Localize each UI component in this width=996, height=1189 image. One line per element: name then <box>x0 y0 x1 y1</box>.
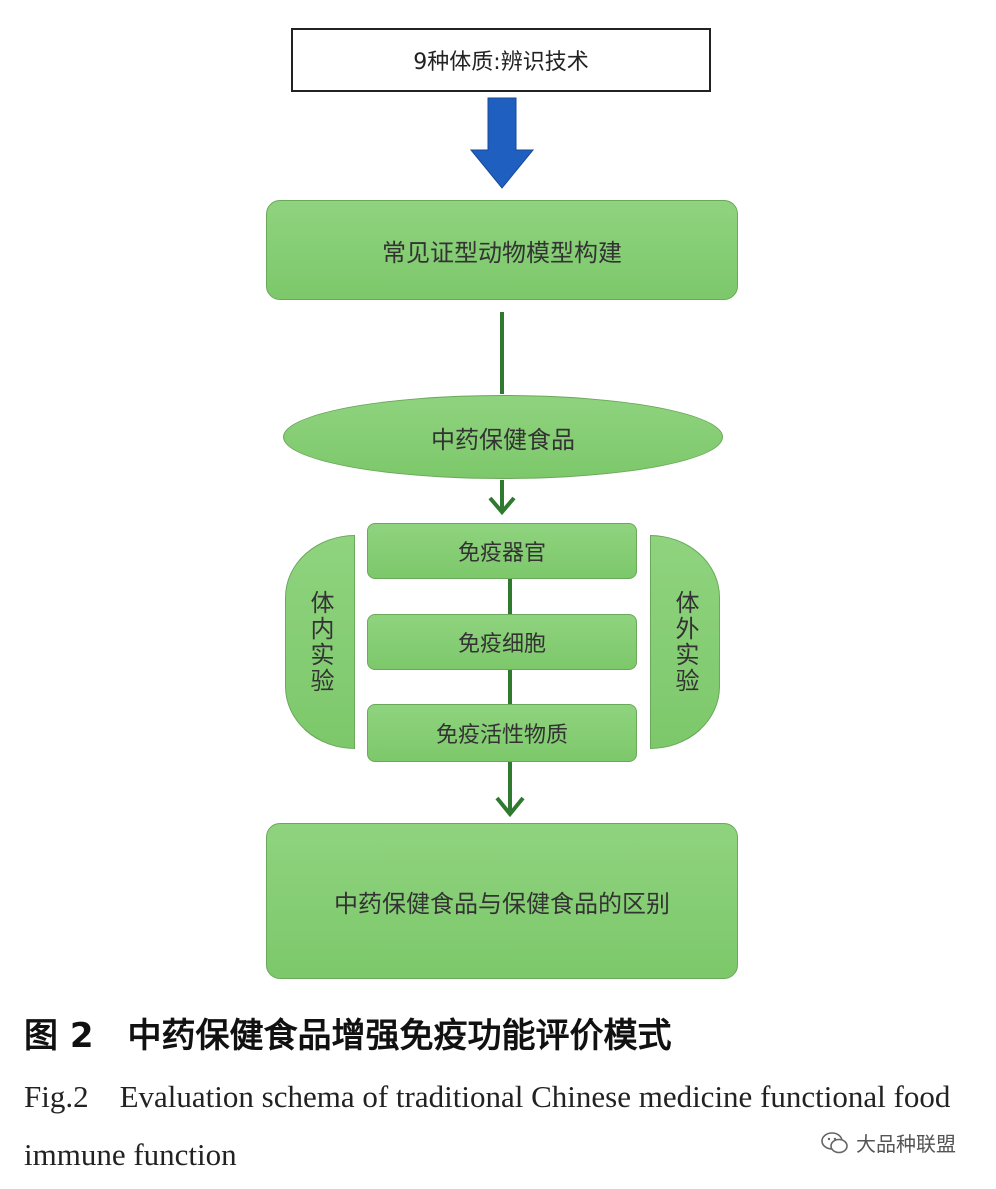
watermark-text: 大品种联盟 <box>856 1132 956 1156</box>
caption-english: Fig.2 Evaluation schema of traditional C… <box>24 1079 951 1172</box>
watermark: 大品种联盟 <box>820 1128 956 1157</box>
difference-box: 中药保健食品与保健食品的区别 <box>266 823 738 979</box>
immune-active-substance-box: 免疫活性物质 <box>367 704 637 762</box>
immune-cell-box: 免疫细胞 <box>367 614 637 670</box>
connector-layer <box>469 97 535 818</box>
in-vitro-experiment-bracket: 体外实验 <box>650 535 720 749</box>
blue-down-arrow <box>469 97 535 189</box>
arrowhead-bottom <box>495 796 525 818</box>
arrowhead-organ <box>488 496 516 516</box>
animal-model-box: 常见证型动物模型构建 <box>266 200 738 300</box>
constitution-box: 9种体质:辨识技术 <box>291 28 711 92</box>
wechat-icon <box>821 1131 848 1153</box>
immune-organ-box: 免疫器官 <box>367 523 637 579</box>
tcm-food-ellipse: 中药保健食品 <box>283 395 723 479</box>
in-vivo-experiment-bracket: 体内实验 <box>285 535 355 749</box>
caption-chinese: 图 2 中药保健食品增强免疫功能评价模式 <box>24 1016 672 1056</box>
